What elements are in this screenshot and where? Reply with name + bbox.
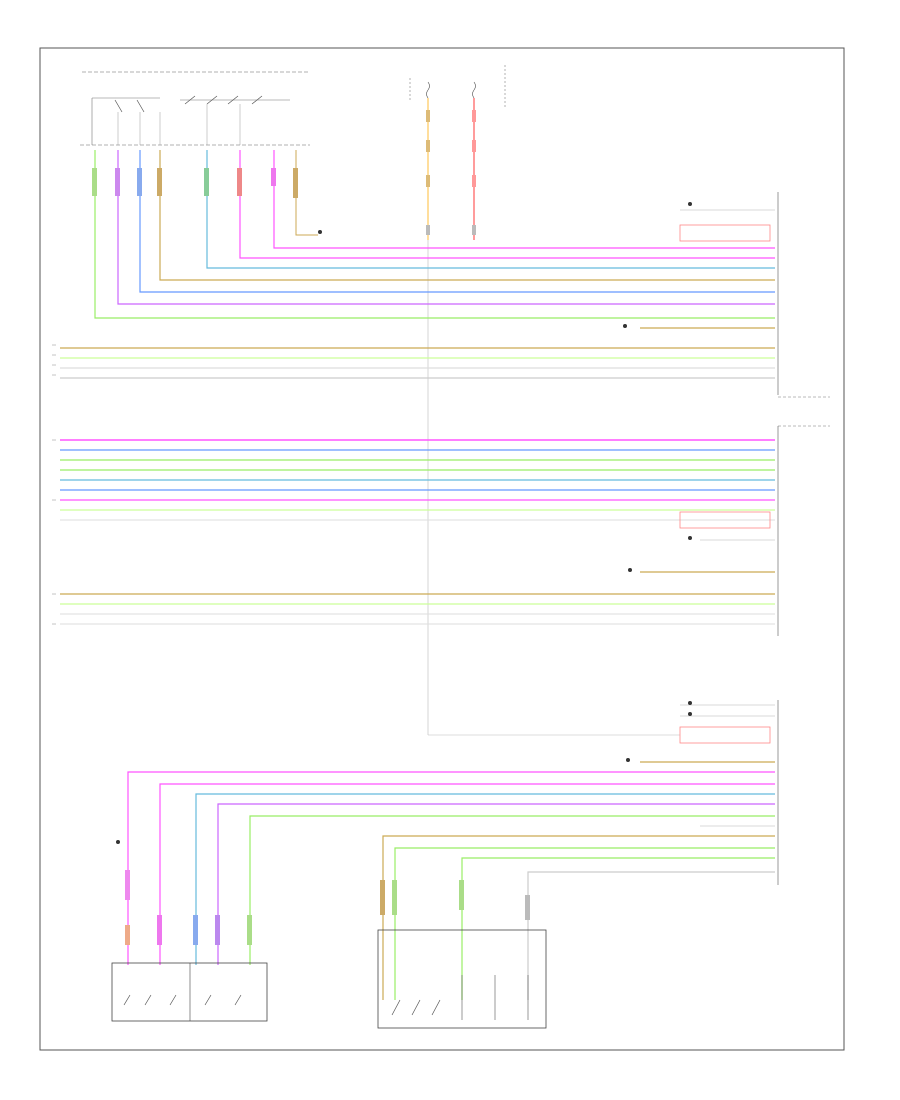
connector-stub	[237, 168, 242, 196]
wire-tan-lower-2	[382, 835, 775, 1000]
switch-contact-3	[184, 95, 196, 105]
connector-stub	[247, 915, 252, 945]
switch-contact-2	[136, 99, 145, 113]
wire-ground-link	[295, 150, 318, 236]
connector-stub	[92, 168, 97, 196]
fuse-block	[409, 65, 506, 240]
connector-stub	[215, 915, 220, 945]
ground-point-icon	[688, 712, 692, 716]
mid-wire-loop	[679, 511, 771, 529]
wire-blue	[139, 150, 775, 293]
wire-marker	[426, 175, 430, 187]
switch-contact-4	[206, 95, 218, 105]
middle-right-module	[777, 425, 830, 636]
wire-marker	[426, 110, 430, 122]
wire-marker	[472, 175, 476, 187]
wire-marker	[426, 140, 430, 152]
wire-lightblue-lower	[195, 793, 775, 965]
upper-harness	[60, 150, 775, 379]
connector-stub	[380, 880, 385, 915]
connector-stub	[525, 895, 530, 920]
wire-marker	[472, 140, 476, 152]
switch-contact-1	[114, 99, 123, 113]
wire-green-lower-2	[394, 847, 775, 1000]
bottom-left-switch-body	[111, 962, 268, 1022]
wire-lightblue	[206, 150, 775, 269]
wire-marker	[426, 225, 430, 235]
connector-stub	[204, 168, 209, 196]
middle-harness	[60, 439, 775, 625]
ground-point-icon	[116, 840, 120, 844]
switch-contact	[144, 994, 152, 1006]
right-wire-loop	[679, 224, 771, 242]
switch-contact	[391, 999, 401, 1016]
lower-harness	[116, 758, 775, 1000]
connector-stub	[157, 168, 162, 196]
fuse-icon-1	[426, 81, 430, 99]
connector-stub	[115, 168, 120, 196]
wire-violet-lower	[217, 803, 775, 965]
switch-contact	[411, 999, 421, 1016]
connector-stub	[459, 880, 464, 910]
wire-green	[94, 150, 775, 319]
wire-gray-lower-2	[527, 871, 775, 1000]
wire-pink-lower-2	[159, 783, 775, 965]
wire-marker	[472, 110, 476, 122]
top-right-module	[777, 192, 830, 398]
bottom-right-module	[679, 700, 779, 885]
left-index-ticks	[52, 344, 56, 625]
connector-stub	[157, 915, 162, 945]
switch-contact	[234, 994, 242, 1006]
ground-point-icon	[628, 568, 632, 572]
switch-contact	[431, 999, 441, 1016]
wire-tan	[159, 150, 775, 281]
ground-point-icon	[623, 324, 627, 328]
wire-pink-upper	[273, 150, 775, 249]
wire-green-lower-3	[461, 857, 775, 1000]
connector-stub	[271, 168, 276, 186]
connector-stub	[137, 168, 142, 196]
switch-contact	[169, 994, 177, 1006]
connector-stub	[293, 168, 298, 198]
top-left-switch-assembly	[80, 71, 310, 146]
ground-point-icon	[318, 230, 322, 234]
ground-point-icon	[688, 202, 692, 206]
switch-contact	[204, 994, 212, 1006]
wire-green-lower	[249, 815, 775, 965]
connector-stub	[392, 880, 397, 915]
connector-stub	[125, 870, 130, 900]
bottom-left-switch	[111, 962, 268, 1022]
bottom-center-switch	[377, 929, 547, 1029]
wire-violet	[117, 150, 775, 305]
switch-contact-5	[227, 95, 239, 105]
connector-stub	[125, 925, 130, 945]
bottom-center-switch-body	[377, 929, 547, 1029]
ground-point-icon	[688, 536, 692, 540]
wire-pink-lower	[127, 771, 775, 965]
switch-contact-6	[251, 95, 263, 105]
wire-pink-2	[239, 150, 775, 259]
connector-stub	[193, 915, 198, 945]
diagram-frame	[39, 47, 845, 1051]
ground-point-icon	[626, 758, 630, 762]
ground-point-icon	[688, 701, 692, 705]
switch-contact	[123, 994, 131, 1006]
bottom-wire-loop	[679, 726, 771, 744]
wire-marker	[472, 225, 476, 235]
fuse-icon-2	[472, 81, 476, 99]
